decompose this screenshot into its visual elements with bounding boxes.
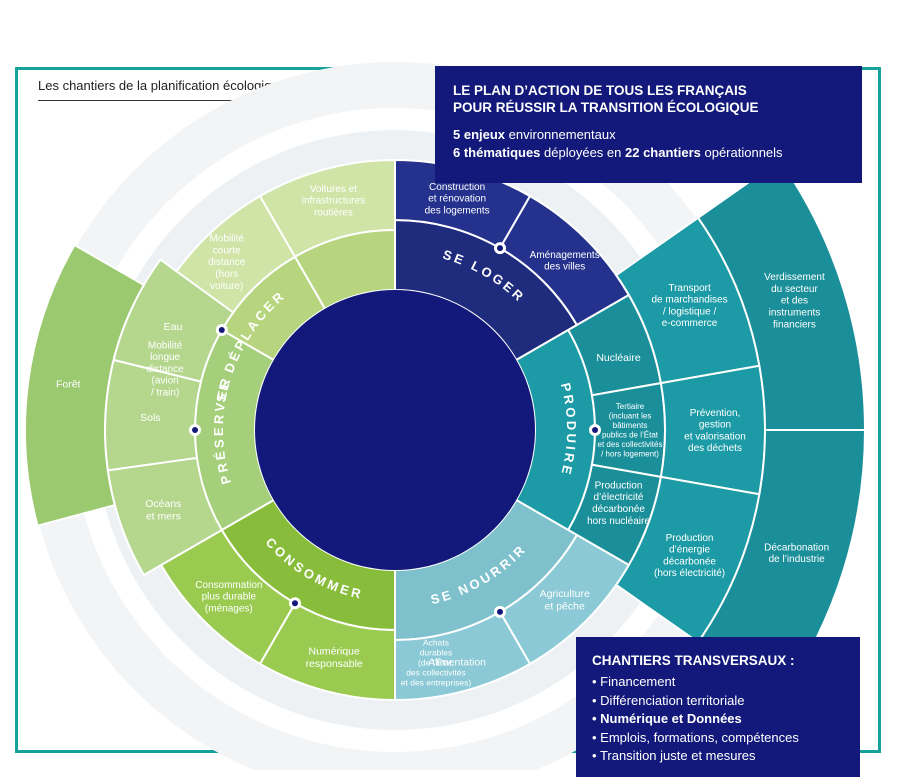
headline-line-1: LE PLAN D’ACTION DE TOUS LES FRANÇAIS <box>453 83 747 98</box>
thematiques-text: déployées en <box>540 145 625 160</box>
chantier-label: Nucléaire <box>596 352 641 364</box>
figure-subtitle: Les chantiers de la planification écolog… <box>38 78 286 93</box>
thematiques-line: 6 thématiques déployées en 22 chantiers … <box>453 144 844 162</box>
chantier-label: Eau <box>164 321 183 333</box>
connector-dot-center <box>592 427 598 433</box>
connector-dot-center <box>497 245 503 252</box>
chantiers-count: 22 chantiers <box>625 145 701 160</box>
connector-dot-center <box>218 327 225 333</box>
transversal-item: Différenciation territoriale <box>592 692 846 711</box>
connector-dot-center <box>192 427 198 433</box>
chantier-sector <box>24 243 146 527</box>
headline-line-2: POUR RÉUSSIR LA TRANSITION ÉCOLOGIQUE <box>453 100 759 115</box>
headline-box: LE PLAN D’ACTION DE TOUS LES FRANÇAIS PO… <box>435 66 862 183</box>
theme-produire-label: PRODUIRE <box>558 381 579 478</box>
enjeux-count-line: 5 enjeux environnementaux <box>453 126 844 144</box>
transversal-item: Financement <box>592 673 846 692</box>
connector-dot-center <box>292 600 298 607</box>
enjeux-text: environnementaux <box>505 127 616 142</box>
transversal-item: Transition juste et mesures <box>592 747 846 766</box>
transversal-heading: CHANTIERS TRANSVERSAUX : <box>592 653 795 668</box>
inner-navy-ring <box>255 290 535 570</box>
wheel-sectors <box>24 158 867 702</box>
transversal-item: Emplois, formations, compétences <box>592 729 846 748</box>
theme-preserver-label: PRÉSERVER <box>211 374 234 486</box>
thematiques-count: 6 thématiques <box>453 145 541 160</box>
chantier-label: Sols <box>140 412 160 424</box>
chantier-label: Forêt <box>56 379 81 391</box>
transversal-list: Financement Différenciation territoriale… <box>592 673 846 766</box>
enjeux-count: 5 enjeux <box>453 127 506 142</box>
connector-dot-center <box>497 608 503 615</box>
transversal-item: Numérique et Données <box>592 710 846 729</box>
transversal-box: CHANTIERS TRANSVERSAUX : Financement Dif… <box>576 637 860 777</box>
chantiers-text: opérationnels <box>700 145 783 160</box>
chantier-label: Alimentation <box>428 656 486 668</box>
